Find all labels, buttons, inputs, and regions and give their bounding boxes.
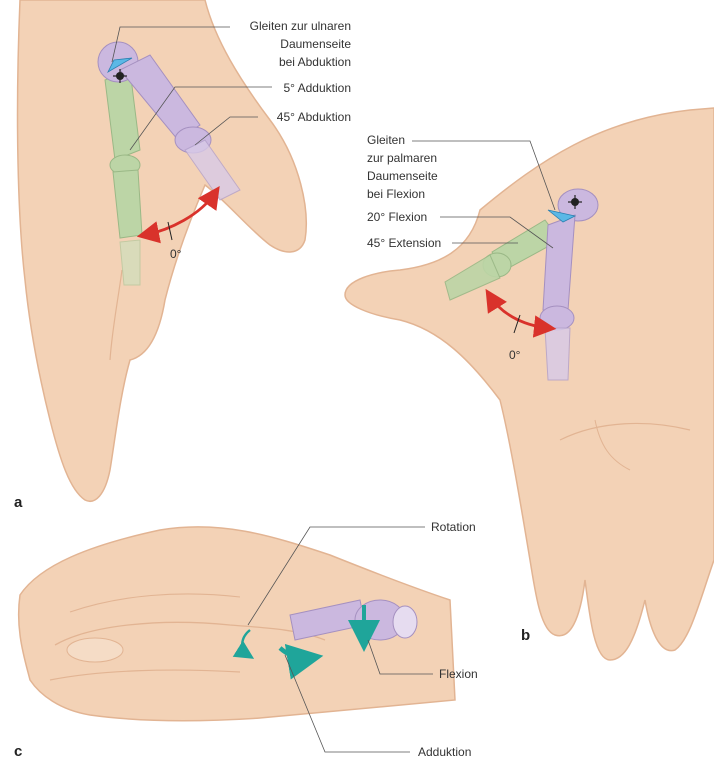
label-extension-45: 45° Extension	[367, 236, 441, 250]
label-flexion-c: Flexion	[439, 667, 478, 681]
panel-letter-a: a	[14, 494, 23, 511]
label-zero-b: 0°	[509, 348, 521, 362]
label-glide-palmar-line3: Daumenseite	[367, 169, 438, 183]
label-rotation: Rotation	[431, 520, 476, 534]
panel-c: Rotation Flexion Adduktion c	[14, 520, 478, 760]
label-adduction-c: Adduktion	[418, 745, 471, 759]
panel-b: Gleiten zur palmaren Daumenseite bei Fle…	[345, 108, 714, 660]
panel-letter-b: b	[521, 627, 530, 644]
label-glide-ulnar-line2: Daumenseite	[280, 37, 351, 51]
label-zero-a: 0°	[170, 247, 182, 261]
label-glide-ulnar-line1: Gleiten zur ulnaren	[250, 19, 351, 33]
label-glide-palmar-line2: zur palmaren	[367, 151, 437, 165]
label-abduction-45: 45° Abduktion	[277, 110, 351, 124]
label-adduction-5: 5° Adduktion	[283, 81, 351, 95]
panel-a: Gleiten zur ulnaren Daumenseite bei Abdu…	[14, 0, 351, 511]
label-glide-palmar-line4: bei Flexion	[367, 187, 425, 201]
label-flexion-20: 20° Flexion	[367, 210, 427, 224]
panel-letter-c: c	[14, 743, 22, 760]
label-glide-palmar-line1: Gleiten	[367, 133, 405, 147]
label-glide-ulnar-line3: bei Abduktion	[279, 55, 351, 69]
